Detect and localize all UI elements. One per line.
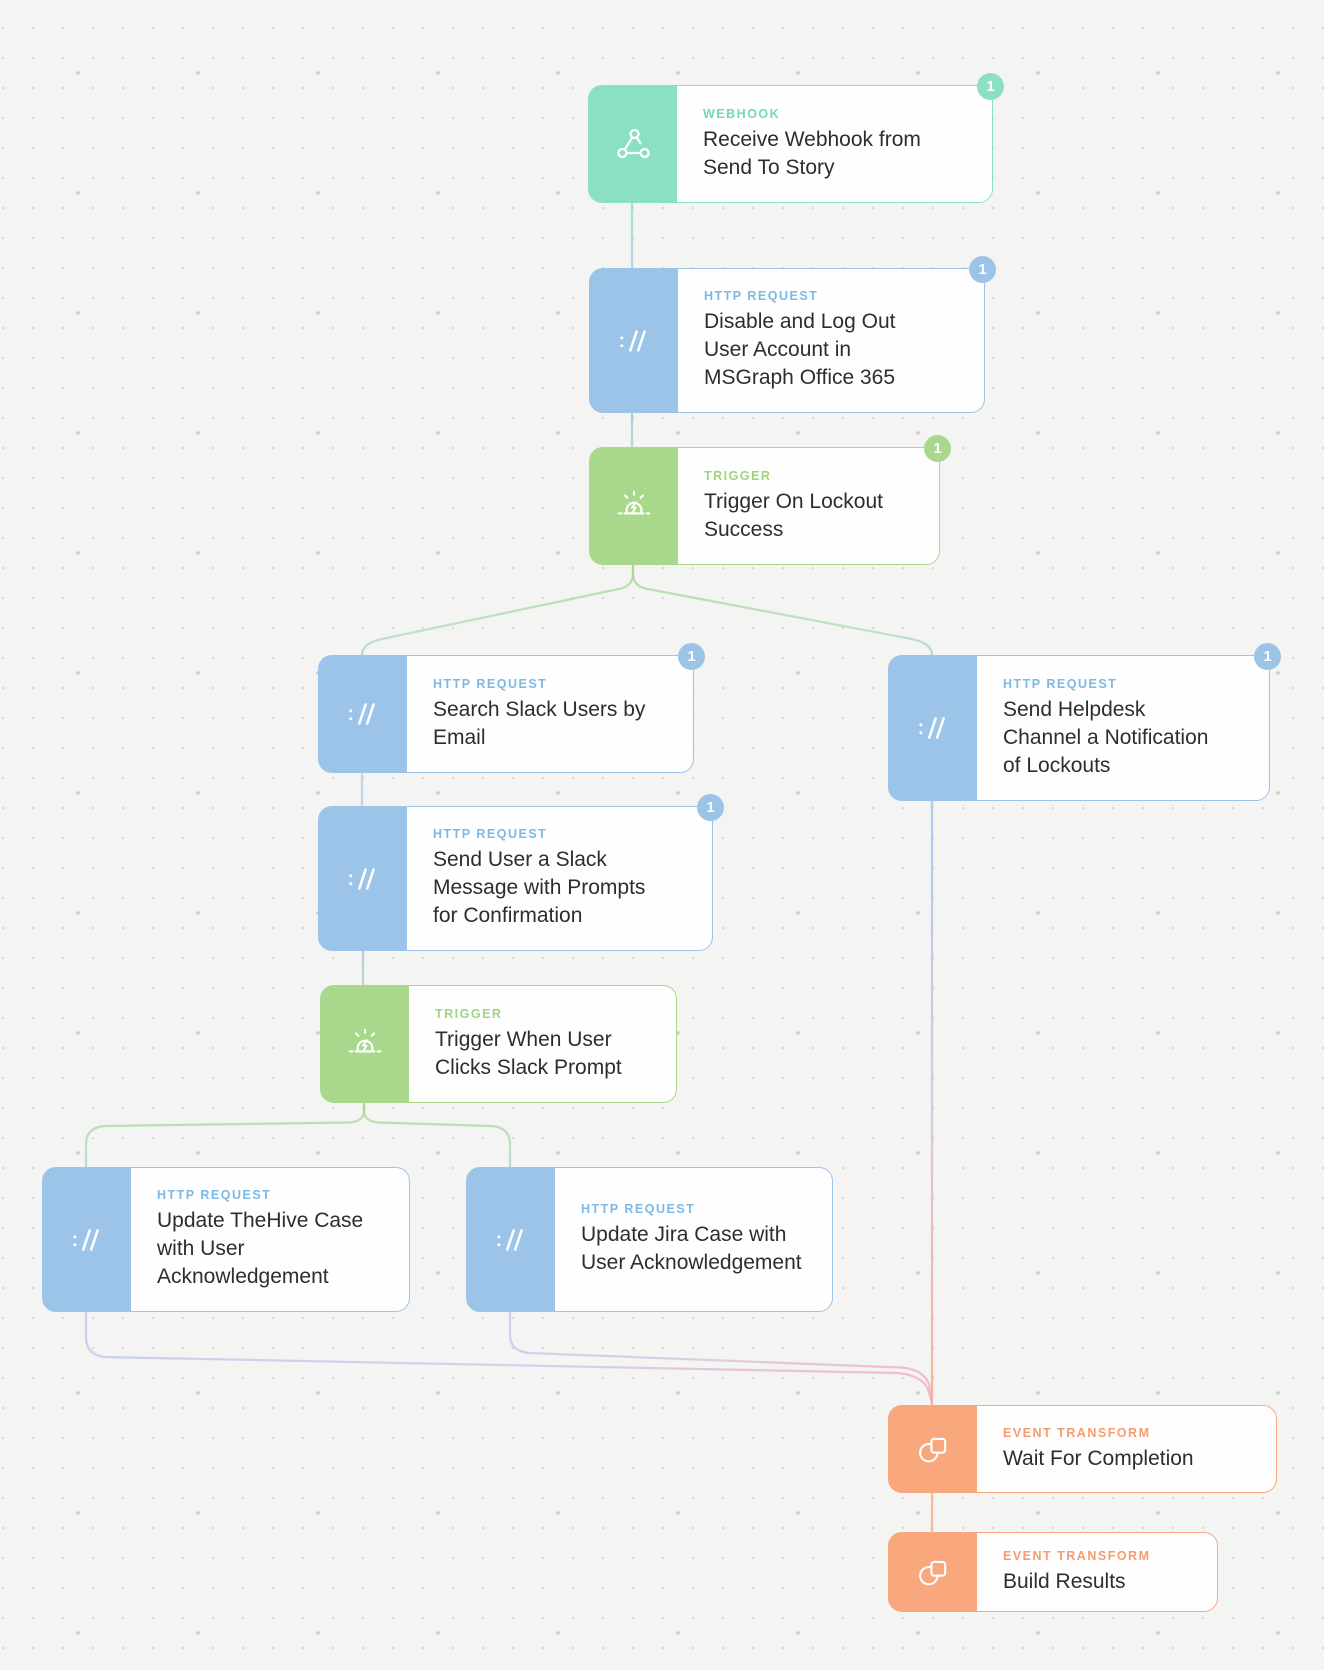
node-title: Build Results [1003,1569,1126,1593]
http-request-icon [319,656,407,772]
node-trigger-lockout[interactable]: TRIGGER Trigger On Lockout Success 1 [589,435,951,565]
node-title: Send Helpdesk Channel a Notification of … [1003,697,1209,777]
node-type-label: HTTP REQUEST [157,1188,272,1202]
node-title: Trigger On Lockout Success [704,489,883,541]
trigger-icon [590,448,678,564]
node-title: Update Jira Case with User Acknowledgeme… [581,1223,802,1274]
http-request-icon [319,807,407,950]
http-request-icon [590,269,678,412]
node-title: Send User a Slack Message with Prompts f… [433,848,646,927]
node-type-label: HTTP REQUEST [704,289,819,303]
node-type-label: EVENT TRANSFORM [1003,1548,1151,1563]
node-send-helpdesk[interactable]: HTTP REQUEST Send Helpdesk Channel a Not… [888,643,1281,801]
event-count-badge: 1 [977,73,1004,100]
node-title: Search Slack Users by Email [433,697,646,749]
node-type-label: HTTP REQUEST [581,1202,696,1216]
node-wait-completion[interactable]: EVENT TRANSFORM Wait For Completion [888,1405,1277,1493]
node-type-label: TRIGGER [435,1006,503,1021]
node-title: Wait For Completion [1003,1446,1194,1470]
event-count-badge: 1 [1254,643,1281,670]
http-request-icon [467,1168,555,1311]
node-type-label: EVENT TRANSFORM [1003,1425,1151,1440]
trigger-icon [321,986,409,1102]
node-disable-logout[interactable]: HTTP REQUEST Disable and Log Out User Ac… [589,256,996,413]
node-update-thehive[interactable]: HTTP REQUEST Update TheHive Case with Us… [42,1167,410,1312]
node-trigger-prompt[interactable]: TRIGGER Trigger When User Clicks Slack P… [320,985,677,1103]
http-request-icon [889,656,977,800]
node-title: Trigger When User Clicks Slack Prompt [435,1027,622,1079]
node-search-slack[interactable]: HTTP REQUEST Search Slack Users by Email… [318,643,705,773]
webhook-icon [589,86,677,202]
node-build-results[interactable]: EVENT TRANSFORM Build Results [888,1532,1218,1612]
edge-thehive-to-wait [84,1310,934,1405]
event-count-badge: 1 [697,794,724,821]
edge-trigger-to-helpdesk [631,563,934,657]
node-update-jira[interactable]: HTTP REQUEST Update Jira Case with User … [466,1167,833,1312]
http-request-icon [43,1168,131,1311]
node-title: Receive Webhook from Send To Story [703,127,921,179]
node-type-label: HTTP REQUEST [433,676,548,691]
event-transform-icon [889,1406,977,1492]
edge-triggerprompt-to-jira [362,1102,512,1168]
event-count-badge: 1 [924,435,951,462]
node-send-user-message[interactable]: HTTP REQUEST Send User a Slack Message w… [318,794,724,951]
node-receive-webhook[interactable]: WEBHOOK Receive Webhook from Send To Sto… [588,73,1004,203]
event-count-badge: 1 [678,643,705,670]
node-type-label: HTTP REQUEST [1003,676,1118,691]
node-type-label: HTTP REQUEST [433,827,548,841]
edge-triggerprompt-to-thehive [84,1102,366,1168]
node-type-label: WEBHOOK [703,106,781,121]
event-transform-icon [889,1533,977,1611]
node-title: Update TheHive Case with User Acknowledg… [157,1209,364,1288]
node-title: Disable and Log Out User Account in MSGr… [704,310,896,389]
event-count-badge: 1 [969,256,996,283]
node-type-label: TRIGGER [704,468,772,483]
edge-jira-to-wait [508,1310,934,1405]
edge-trigger-to-searchslack [360,563,635,657]
